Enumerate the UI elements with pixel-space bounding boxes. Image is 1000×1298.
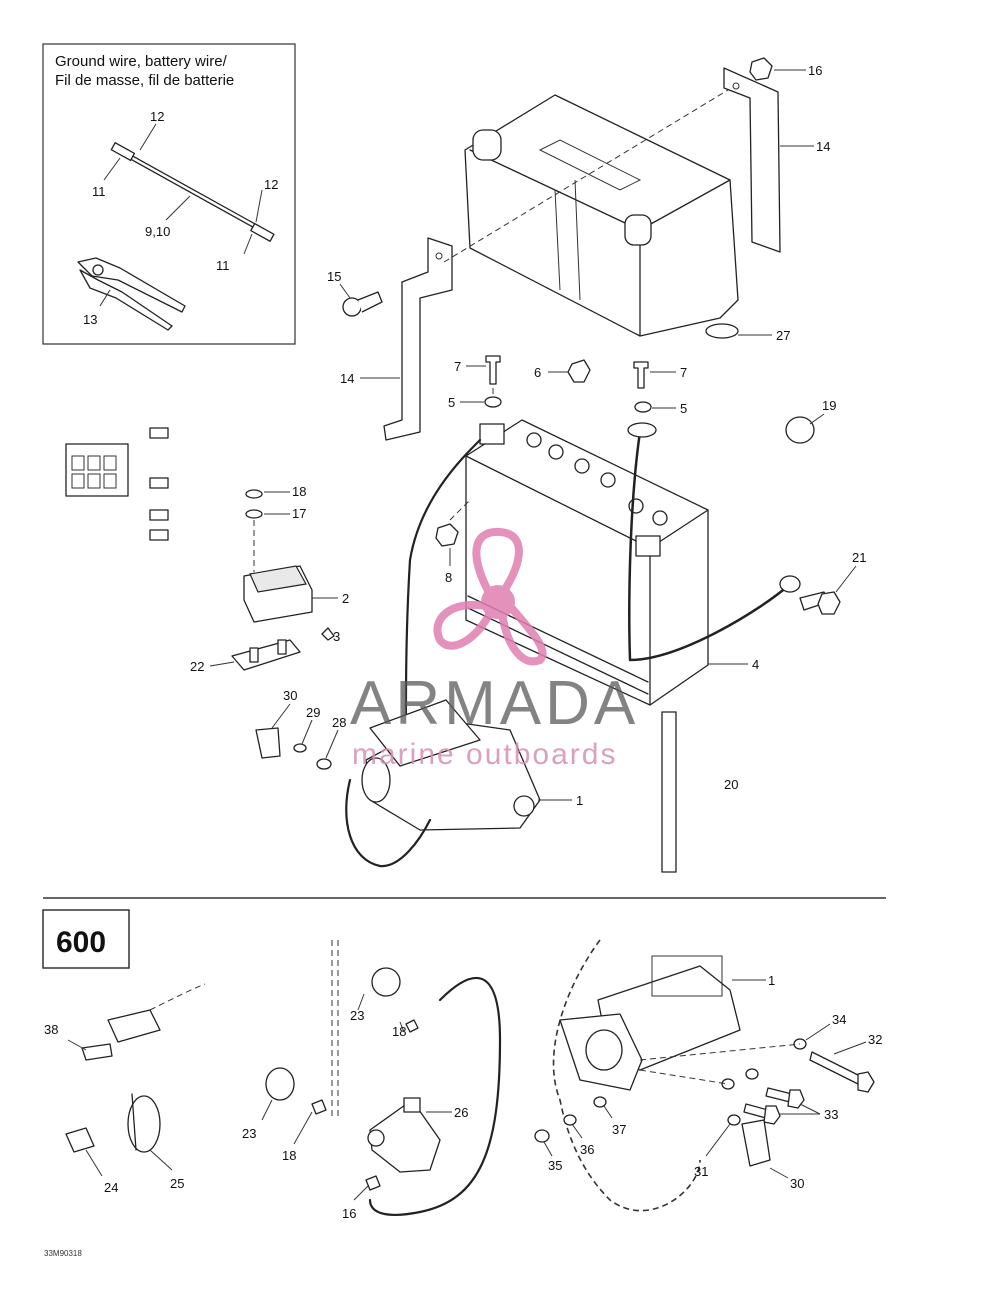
callout-14: 14 [340,371,354,386]
nut-8 [435,523,459,547]
callout-22: 22 [190,659,204,674]
callout-7: 7 [680,365,687,380]
callout-11: 11 [216,258,230,273]
bolts-33 [743,1087,805,1125]
bolt-21 [799,591,841,615]
terminal-cap-19 [785,416,815,444]
callout-11: 11 [92,184,106,199]
cap-23-bottom [265,1067,295,1101]
battery-drawing [465,419,709,706]
callout-32: 32 [868,1032,882,1047]
solenoid-26 [367,1097,441,1173]
fuse-holder-38 [81,983,206,1061]
nut-16 [749,57,773,81]
relay-2 [243,565,313,623]
callout-3: 3 [333,629,340,644]
watermark-tagline: marine outboards [352,738,617,771]
clip-24 [65,1127,95,1153]
connector-housing [65,443,129,497]
callout-27: 27 [776,328,790,343]
callout-18: 18 [282,1148,296,1163]
callout-36: 36 [580,1142,594,1157]
starter-motor-top [361,699,541,831]
callout-28: 28 [332,715,346,730]
callout-24: 24 [104,1180,118,1195]
starter-motor-bottom [559,955,741,1091]
crimp-tool-drawing [77,257,186,331]
callout-31: 31 [694,1164,708,1179]
inset-title-line1: Ground wire, battery wire/ [55,53,228,70]
callouts-lower: 1 34 32 33 23 18 38 26 23 18 37 36 35 31… [44,973,882,1221]
watermark-brand: ARMADA [350,669,639,738]
callout-37: 37 [612,1122,626,1137]
battery-cover-drawing [464,94,739,339]
screw-35 [534,1129,550,1143]
section-box [42,909,130,969]
callout-15: 15 [327,269,341,284]
callout-33: 33 [824,1107,838,1122]
callout-30: 30 [790,1176,804,1191]
callout-6: 6 [534,365,541,380]
callouts-upper: 16 14 15 27 7 6 7 5 5 14 19 18 17 8 21 2… [190,63,866,808]
callout-1: 1 [576,793,583,808]
callout-38: 38 [44,1022,58,1037]
callout-13: 13 [83,312,97,327]
washer-5-left [484,396,502,408]
callout-12: 12 [264,177,278,192]
callout-8: 8 [445,570,452,585]
callout-30: 30 [283,688,297,703]
bolt-15 [342,291,383,317]
callout-18: 18 [392,1024,406,1039]
callout-19: 19 [822,398,836,413]
callout-18: 18 [292,484,306,499]
callout-16: 16 [342,1206,356,1221]
battery-bracket-left [383,237,453,441]
cap-30-top [255,727,281,759]
callout-4: 4 [752,657,759,672]
screw-7-left [485,355,501,385]
callout-23: 23 [350,1008,364,1023]
callout-26: 26 [454,1105,468,1120]
battery-bracket-right [723,67,781,253]
callout-29: 29 [306,705,320,720]
screw-6 [567,359,591,383]
callout-21: 21 [852,550,866,565]
washer-5-right [634,401,652,413]
bolt-32 [809,1051,875,1093]
callout-5: 5 [448,395,455,410]
vent-tube-20 [661,711,677,873]
callout-9-10: 9,10 [145,224,170,239]
propeller-logo-icon [433,527,547,666]
callout-16: 16 [808,63,822,78]
cap-30-bottom [741,1119,771,1167]
plate-22 [231,639,301,671]
callout-5: 5 [680,401,687,416]
callout-20: 20 [724,777,738,792]
callout-17: 17 [292,506,306,521]
callout-14: 14 [816,139,830,154]
screw-7-right [633,361,649,389]
section-number: 600 [56,926,106,959]
connector-pins [149,427,169,541]
callout-25: 25 [170,1176,184,1191]
callout-35: 35 [548,1158,562,1173]
callout-12: 12 [150,109,164,124]
armada-watermark: ARMADA marine outboards [350,527,639,771]
callout-34: 34 [832,1012,846,1027]
inset-title-line2: Fil de masse, fil de batterie [55,72,234,89]
drawing-reference: 33M90318 [44,1249,82,1258]
callout-23: 23 [242,1126,256,1141]
inset-ground-wire: Ground wire, battery wire/ Fil de masse,… [42,43,296,345]
callout-2: 2 [342,591,349,606]
callout-7: 7 [454,359,461,374]
cap-23-top [371,967,401,997]
ground-cable-drawing [110,142,275,242]
callout-1: 1 [768,973,775,988]
tie-wrap-25 [127,1093,161,1153]
